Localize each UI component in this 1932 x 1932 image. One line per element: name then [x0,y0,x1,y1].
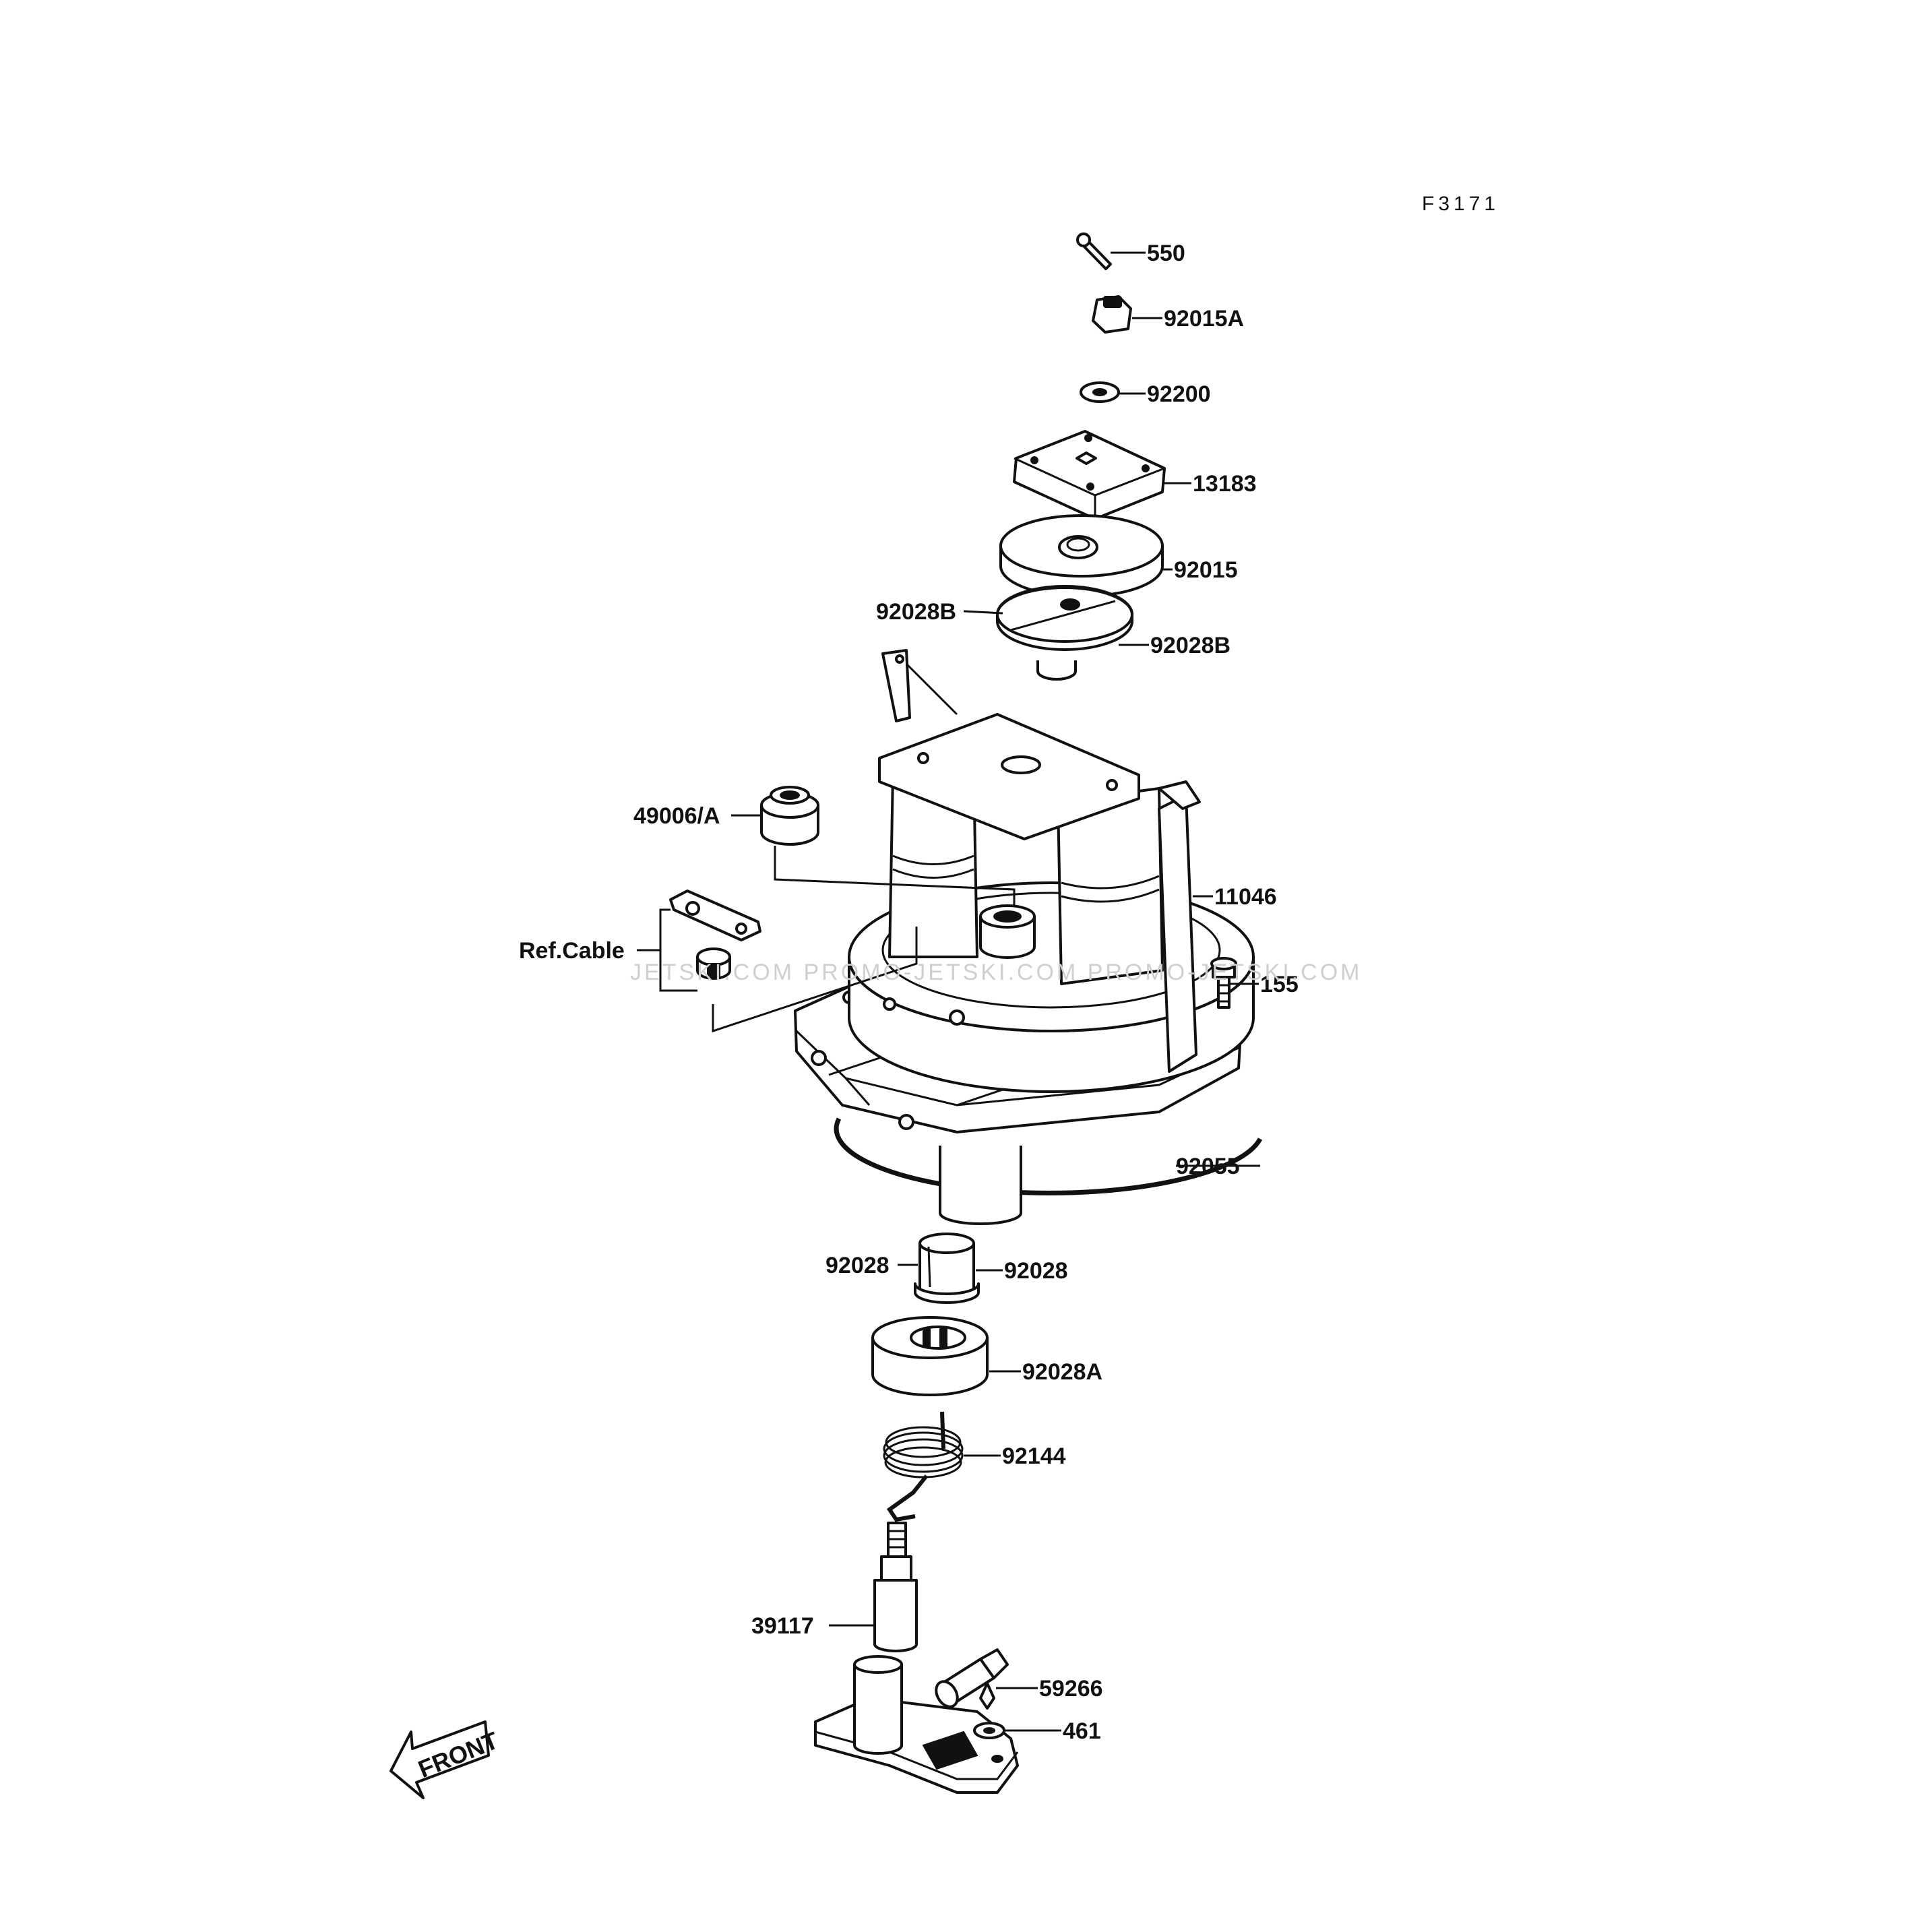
collar-92028A[interactable]: 92028A [871,1316,1102,1396]
label-11046: 11046 [1214,884,1277,910]
bushing-92028[interactable]: 92028 92028 [825,1233,1068,1304]
label-92028B-right: 92028B [1150,633,1230,658]
label-ref-cable: Ref.Cable [519,938,625,964]
bolt-155[interactable]: 155 [1210,957,1299,1009]
label-13183: 13183 [1193,471,1257,497]
label-92028-left: 92028 [825,1253,890,1278]
bushing-92028B[interactable]: 92028B 92028B [876,585,1230,681]
label-39117: 39117 [751,1613,814,1639]
label-461: 461 [1063,1718,1101,1744]
o-ring-92055[interactable]: 92055 [834,1117,1263,1225]
seal-49006A[interactable]: 49006/A [633,786,1016,906]
spring-92144[interactable]: 92144 [883,1411,1066,1522]
label-92028B-left: 92028B [876,599,956,625]
ball-joint-59266[interactable]: 59266 [932,1648,1103,1710]
label-550: 550 [1147,241,1185,266]
washer-92200[interactable]: 92200 [1080,381,1211,407]
cotter-pin-550[interactable]: 550 [1076,232,1185,270]
housing-11046[interactable]: 11046 [794,649,1277,1133]
disc-92015[interactable]: 92015 [999,514,1238,598]
label-92015A: 92015A [1164,306,1244,332]
label-59266: 59266 [1039,1676,1103,1702]
label-92144: 92144 [1002,1443,1066,1469]
steering-arm[interactable] [814,1655,1019,1794]
label-49006A: 49006/A [633,803,720,829]
front-arrow: FRONT [389,1720,502,1799]
ref-cable-parts[interactable]: Ref.Cable [519,890,918,1033]
castle-nut-92015A[interactable]: 92015A [1092,295,1244,334]
label-92055: 92055 [1176,1154,1240,1179]
label-92015: 92015 [1174,557,1238,583]
shaft-39117[interactable]: 39117 [751,1522,918,1652]
label-92028A: 92028A [1022,1359,1102,1385]
watermark: JETSKI.COM PROMO-JETSKI.COM PROMO-JETSKI… [630,960,1362,985]
figure-code: F3171 [1422,193,1499,215]
label-92200: 92200 [1147,381,1211,407]
plate-13183[interactable]: 13183 [1013,430,1257,520]
label-155: 155 [1260,972,1299,997]
label-92028-right: 92028 [1004,1258,1068,1284]
nut-461[interactable]: 461 [973,1718,1101,1744]
